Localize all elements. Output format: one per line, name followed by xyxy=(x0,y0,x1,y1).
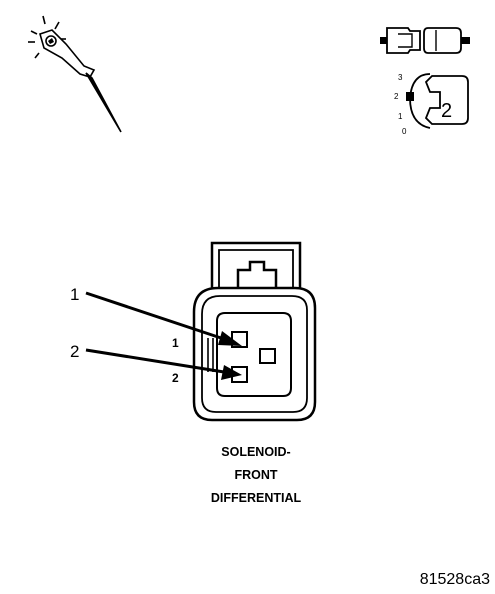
connector-halves-icon xyxy=(380,27,470,54)
figure-id: 81528ca3 xyxy=(420,571,490,588)
connector-title-line-3: DIFFERENTIAL xyxy=(211,491,302,505)
sparkle-ray xyxy=(42,15,46,25)
cavity-label-2: 2 xyxy=(172,371,179,385)
terminal-gauge-icon: 3 2 1 0 2 xyxy=(394,73,469,136)
probe-light-core xyxy=(48,38,54,44)
cavity-frame xyxy=(216,312,292,397)
latch-housing-outer xyxy=(210,241,302,288)
latch-housing-inner xyxy=(218,249,294,288)
gauge-body xyxy=(424,75,469,125)
gauge-pointer xyxy=(406,92,414,101)
callout-arrow-2-head xyxy=(221,365,242,380)
terminal-cavity-center xyxy=(259,348,276,364)
callout-arrow-2-line xyxy=(85,348,225,374)
test-probe-icon xyxy=(28,15,122,133)
probe-light xyxy=(45,35,57,47)
connector-latch xyxy=(398,33,413,48)
connector-title-line-2: FRONT xyxy=(234,468,277,482)
gauge-scale-1: 1 xyxy=(398,112,403,121)
callout-label-1: 1 xyxy=(70,285,79,304)
probe-tip xyxy=(85,72,122,133)
gauge-scale-2: 2 xyxy=(394,92,399,101)
sparkle-ray xyxy=(54,21,60,30)
connector-face xyxy=(192,241,317,422)
gauge-scale-3: 3 xyxy=(398,73,403,82)
cavity-label-1: 1 xyxy=(172,336,179,350)
connector-body-outer xyxy=(192,286,317,422)
connector-body-inner xyxy=(201,295,308,413)
sparkle-ray xyxy=(30,30,38,35)
wire-stub-left xyxy=(380,37,387,44)
latch-tab xyxy=(236,260,278,288)
wire-stub-right xyxy=(461,37,470,44)
sparkle-ray xyxy=(34,52,40,59)
connector-half-female xyxy=(423,27,462,54)
connector-title-line-1: SOLENOID- xyxy=(221,445,290,459)
gauge-value: 2 xyxy=(441,100,452,122)
callout-label-2: 2 xyxy=(70,342,79,361)
callout-arrow-1-line xyxy=(85,291,225,341)
connector-half-male xyxy=(386,27,421,54)
callout-arrow-1-head xyxy=(218,331,242,346)
callout-arrows xyxy=(85,291,242,380)
gauge-scale-0: 0 xyxy=(402,127,407,136)
